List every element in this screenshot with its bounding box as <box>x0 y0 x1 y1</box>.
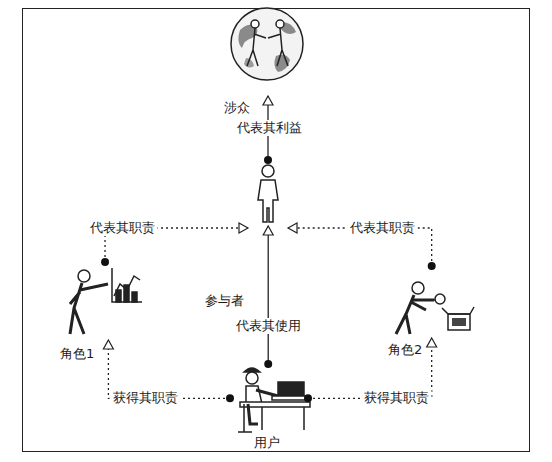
edge-label: 代表其使用 <box>233 318 304 334</box>
arrow-head <box>239 223 248 233</box>
figure-node: 涉众 <box>222 6 312 96</box>
tail-dot <box>304 394 312 402</box>
tail-dot <box>264 156 272 164</box>
arrow-head <box>103 340 113 349</box>
figure-label: 角色2 <box>388 342 422 358</box>
globe-figure <box>231 8 303 80</box>
tail-dot <box>101 258 109 266</box>
edge-label: 代表其利益 <box>234 120 305 136</box>
connector <box>263 226 273 368</box>
figure-label: 涉众 <box>224 100 250 116</box>
edge-label: 代表其职责 <box>87 220 158 236</box>
figure-label: 用户 <box>254 435 280 451</box>
tail-dot <box>264 360 272 368</box>
arrow-head <box>427 338 437 347</box>
arrow-head <box>288 223 297 233</box>
role1-figure <box>70 268 142 334</box>
user-figure <box>238 368 310 432</box>
actor-figure <box>258 165 278 222</box>
role2-figure <box>396 282 474 334</box>
arrow-head <box>263 226 273 235</box>
figure-node: 用户 <box>230 364 308 434</box>
edge-label: 代表其职责 <box>347 220 418 236</box>
connector-line <box>268 226 269 364</box>
edge-label: 获得其职责 <box>110 390 181 406</box>
tail-dot <box>428 262 436 270</box>
figure-label: 角色1 <box>60 346 94 362</box>
figure-label: 参与者 <box>205 293 244 309</box>
figure-node: 角色1 <box>58 262 142 340</box>
frame <box>23 9 530 452</box>
tail-dot <box>226 394 234 402</box>
figure-node: 角色2 <box>388 266 472 338</box>
figure-node: 参与者 <box>248 160 288 226</box>
arrow-head <box>263 96 273 105</box>
edge-label: 获得其职责 <box>361 390 432 406</box>
